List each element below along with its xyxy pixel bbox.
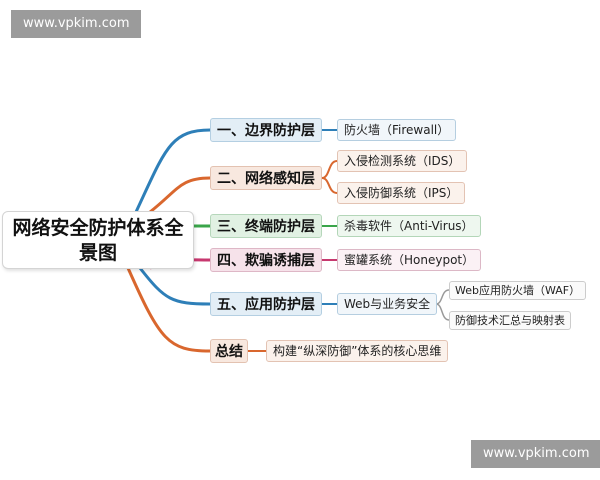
watermark-bottom-right: www.vpkim.com [471, 440, 600, 468]
link-web-sub1 [435, 289, 450, 305]
branch-deception-layer[interactable]: 四、欺骗诱捕层 [210, 248, 322, 272]
branch-boundary-protection[interactable]: 一、边界防护层 [210, 118, 322, 142]
leaf-antivirus[interactable]: 杀毒软件（Anti-Virus） [337, 215, 481, 237]
root-title-line2: 景图 [78, 242, 117, 264]
link-root-branch1 [134, 128, 211, 213]
watermark-top-left: www.vpkim.com [11, 10, 142, 38]
leaf-honeypot[interactable]: 蜜罐系统（Honeypot） [337, 249, 482, 271]
link-b2-leaf2 [321, 177, 338, 194]
link-b2-leaf1 [321, 160, 338, 179]
subleaf-waf[interactable]: Web应用防火墙（WAF） [449, 281, 587, 300]
link-root-summary [126, 267, 211, 353]
branch-application-protection[interactable]: 五、应用防护层 [210, 292, 322, 316]
branch-endpoint-protection[interactable]: 三、终端防护层 [210, 214, 322, 238]
leaf-ids[interactable]: 入侵检测系统（IDS） [337, 150, 468, 172]
link-root-branch2 [149, 176, 211, 214]
leaf-firewall[interactable]: 防火墙（Firewall） [337, 119, 457, 141]
leaf-defense-in-depth[interactable]: 构建“纵深防御”体系的核心思维 [266, 340, 449, 362]
leaf-web-business-security[interactable]: Web与业务安全 [337, 293, 438, 315]
link-root-branch5 [138, 267, 211, 306]
root-node[interactable]: 网络安全防护体系全 景图 [2, 211, 194, 269]
branch-summary[interactable]: 总结 [210, 339, 248, 363]
branch-network-awareness[interactable]: 二、网络感知层 [210, 166, 322, 190]
link-web-sub2 [435, 303, 450, 321]
subleaf-defense-mapping-table[interactable]: 防御技术汇总与映射表 [449, 311, 571, 330]
leaf-ips[interactable]: 入侵防御系统（IPS） [337, 182, 466, 204]
root-title-line1: 网络安全防护体系全 [12, 217, 184, 239]
